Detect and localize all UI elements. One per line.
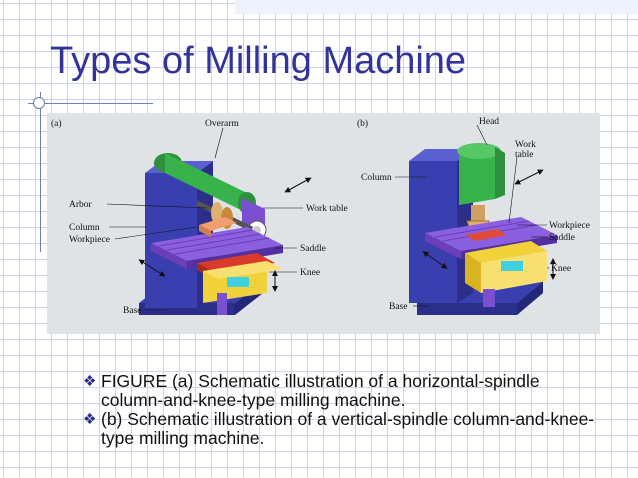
milling-machine-figure: (a) Overarm Arbor Column Workpiece Work … <box>47 113 600 334</box>
diamond-bullet-icon: ❖ <box>83 373 97 390</box>
label-knee-b: Knee <box>551 264 571 274</box>
label-column-a: Column <box>69 223 100 233</box>
header-band <box>235 0 638 14</box>
caption-bullet-1: ❖ FIGURE (a) Schematic illustration of a… <box>83 372 603 410</box>
decor-ring-icon <box>33 97 45 109</box>
label-workpiece-a: Workpiece <box>69 235 110 245</box>
panel-b-vertical-mill: (b) Head Work table Column Workpiece Sad… <box>357 117 590 315</box>
panel-a-tag: (a) <box>51 118 62 129</box>
label-saddle-b: Saddle <box>549 233 575 243</box>
panel-b-tag: (b) <box>357 118 368 129</box>
decor-horizontal-line <box>28 103 153 104</box>
label-column-b: Column <box>361 173 392 183</box>
label-head: Head <box>479 117 499 127</box>
panel-a-horizontal-mill: (a) Overarm Arbor Column Workpiece Work … <box>51 118 348 316</box>
milling-diagram: (a) Overarm Arbor Column Workpiece Work … <box>51 117 590 316</box>
label-arbor-a: Arbor <box>69 200 93 210</box>
label-work-table-a: Work table <box>306 204 348 214</box>
label-table: table <box>515 150 533 160</box>
slide-title: Types of Milling Machine <box>50 40 467 82</box>
label-knee-a: Knee <box>300 268 320 278</box>
figure-caption: ❖ FIGURE (a) Schematic illustration of a… <box>83 372 603 448</box>
label-work: Work <box>515 140 536 150</box>
caption-bullet-2: ❖ (b) Schematic illustration of a vertic… <box>83 410 603 448</box>
caption-text-2: (b) Schematic illustration of a vertical… <box>101 409 595 448</box>
diamond-bullet-icon: ❖ <box>83 411 97 428</box>
decor-vertical-line <box>40 92 41 252</box>
label-saddle-a: Saddle <box>300 244 326 254</box>
label-base-b: Base <box>389 302 407 312</box>
label-overarm: Overarm <box>205 119 239 129</box>
label-workpiece-b: Workpiece <box>549 221 590 231</box>
caption-text-1: FIGURE (a) Schematic illustration of a h… <box>101 371 540 410</box>
label-base-a: Base <box>123 306 141 316</box>
